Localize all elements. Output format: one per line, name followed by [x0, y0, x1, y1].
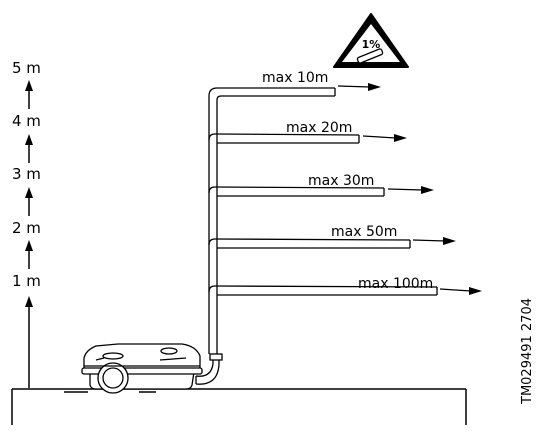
- scale-arrow-head: [25, 80, 33, 91]
- pipe-limit-label-2m: max 50m: [331, 224, 397, 240]
- height-scale: 5 m 4 m 3 m 2 m 1 m: [12, 59, 41, 388]
- slope-percent-label: 1%: [362, 38, 381, 51]
- drawing-code: TM029491 2704: [520, 298, 535, 405]
- flow-arrow-head: [394, 134, 407, 142]
- scale-arrow-head: [25, 134, 33, 145]
- scale-arrow-head: [25, 296, 33, 307]
- floor: [11, 388, 467, 425]
- flow-arrow-head: [421, 186, 434, 194]
- pipe-length-labels: max 10m max 20m max 30m max 50m max 100m: [262, 70, 433, 292]
- scale-arrow-head: [25, 187, 33, 198]
- flow-arrow-head: [443, 237, 456, 245]
- height-label-2m: 2 m: [12, 219, 41, 237]
- height-label-1m: 1 m: [12, 272, 41, 290]
- flow-arrows: [337, 83, 482, 295]
- flow-arrow-head: [469, 287, 482, 295]
- pipe-limit-label-3m: max 30m: [308, 173, 374, 189]
- pipe-limit-label-5m: max 10m: [262, 70, 328, 86]
- pipe-limit-label-1m: max 100m: [358, 276, 433, 292]
- height-label-5m: 5 m: [12, 59, 41, 77]
- scale-arrow-head: [25, 240, 33, 251]
- pipe-limit-label-4m: max 20m: [286, 120, 352, 136]
- slope-warning-triangle-icon: 1%: [333, 13, 409, 68]
- flow-arrow-head: [368, 83, 381, 91]
- branch-pipes: [208, 133, 438, 296]
- height-label-3m: 3 m: [12, 165, 41, 183]
- lifting-pump-unit: [81, 343, 203, 394]
- height-label-4m: 4 m: [12, 112, 41, 130]
- discharge-pipe: [195, 87, 336, 385]
